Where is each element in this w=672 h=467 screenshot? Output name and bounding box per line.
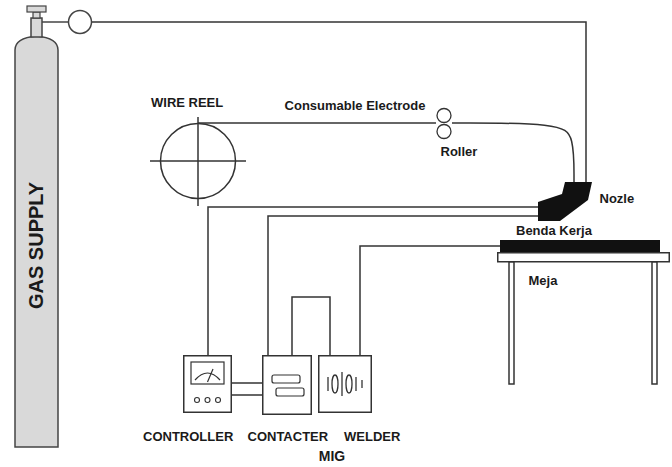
transformer-symbol bbox=[346, 375, 352, 393]
work-table: Meja bbox=[497, 252, 670, 385]
contact-plate bbox=[272, 375, 300, 383]
roller-shape bbox=[436, 108, 452, 139]
node-label: CONTROLLER bbox=[143, 430, 233, 445]
welder-box: WELDER bbox=[318, 355, 372, 413]
nozzle-shape bbox=[538, 182, 592, 221]
roller: Roller bbox=[436, 108, 452, 139]
roller-wheel bbox=[437, 125, 451, 139]
node-label: Nozle bbox=[600, 192, 635, 207]
pressure-gauge bbox=[69, 11, 92, 34]
workpiece-bar bbox=[500, 240, 660, 252]
node-label: WELDER bbox=[344, 430, 400, 445]
wire-reel: WIRE REEL bbox=[160, 123, 236, 199]
gas-cylinder: GAS SUPPLY bbox=[14, 4, 92, 448]
transformer-symbol bbox=[341, 372, 342, 396]
power-link bbox=[292, 297, 330, 355]
transformer-symbol bbox=[361, 380, 362, 388]
table-leg bbox=[652, 262, 657, 384]
regulator-pipe bbox=[42, 21, 68, 23]
controller-box-shape bbox=[183, 355, 232, 413]
controller-housing bbox=[184, 356, 232, 413]
reel-cross bbox=[150, 160, 246, 162]
electrode-wire bbox=[198, 122, 436, 124]
contacter-box: CONTACTER bbox=[262, 355, 312, 415]
control-wire bbox=[232, 394, 262, 396]
meter-scale bbox=[195, 373, 220, 380]
transformer-symbol bbox=[327, 377, 328, 391]
meter-face bbox=[191, 362, 224, 384]
node-label: Roller bbox=[441, 145, 478, 160]
contact-plate bbox=[276, 388, 304, 396]
table-top bbox=[498, 253, 670, 262]
wire-reel-shape bbox=[160, 123, 236, 199]
meter-needle bbox=[208, 369, 214, 382]
contacter-housing bbox=[263, 356, 312, 415]
valve-cap bbox=[27, 6, 46, 12]
workpiece: Benda Kerja bbox=[500, 240, 660, 252]
transformer-symbol bbox=[355, 377, 356, 391]
node-label: GAS SUPPLY bbox=[25, 181, 48, 308]
diagram-caption: MIG bbox=[319, 448, 345, 464]
cylinder-neck bbox=[31, 18, 42, 37]
control-wire bbox=[232, 382, 262, 384]
node-label: Meja bbox=[529, 274, 558, 289]
power-cable bbox=[268, 216, 538, 355]
edge-label: Consumable Electrode bbox=[283, 99, 428, 114]
ground-cable bbox=[360, 246, 500, 355]
cylinder-body bbox=[15, 36, 58, 447]
control-knob bbox=[216, 398, 221, 403]
roller-wheel bbox=[437, 109, 451, 123]
welder-housing bbox=[319, 356, 372, 413]
workpiece-shape bbox=[500, 240, 660, 252]
contacter-box-shape bbox=[262, 355, 312, 415]
work-table-shape bbox=[497, 252, 670, 385]
control-knob bbox=[205, 398, 210, 403]
valve-stem bbox=[33, 12, 40, 18]
node-label: Benda Kerja bbox=[516, 224, 592, 239]
nozzle: Nozle bbox=[538, 182, 592, 221]
torch-nozzle bbox=[538, 182, 592, 221]
transformer-symbol bbox=[332, 375, 338, 393]
node-label: CONTACTER bbox=[248, 430, 329, 445]
control-cable bbox=[208, 207, 538, 355]
control-knob bbox=[195, 398, 200, 403]
controller-box: CONTROLLER bbox=[183, 355, 232, 413]
node-label: WIRE REEL bbox=[151, 96, 223, 111]
table-leg bbox=[509, 262, 514, 384]
welder-box-shape bbox=[318, 355, 372, 413]
